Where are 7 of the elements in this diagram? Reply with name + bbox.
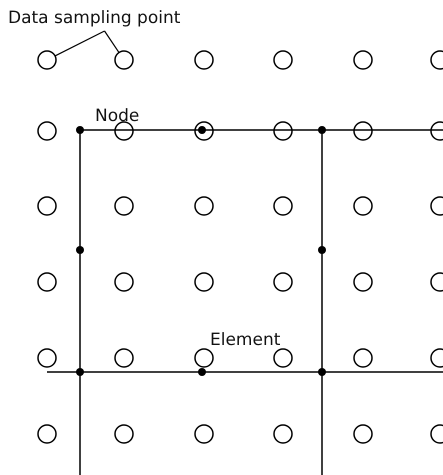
leader-line (54, 30, 105, 56)
leader-line (104, 30, 120, 53)
callout-label: Data sampling point (8, 8, 180, 28)
sampling-point-circle (37, 50, 57, 70)
node-label: Node (95, 106, 140, 126)
sampling-point-circle (114, 50, 134, 70)
element-label: Element (210, 330, 280, 350)
